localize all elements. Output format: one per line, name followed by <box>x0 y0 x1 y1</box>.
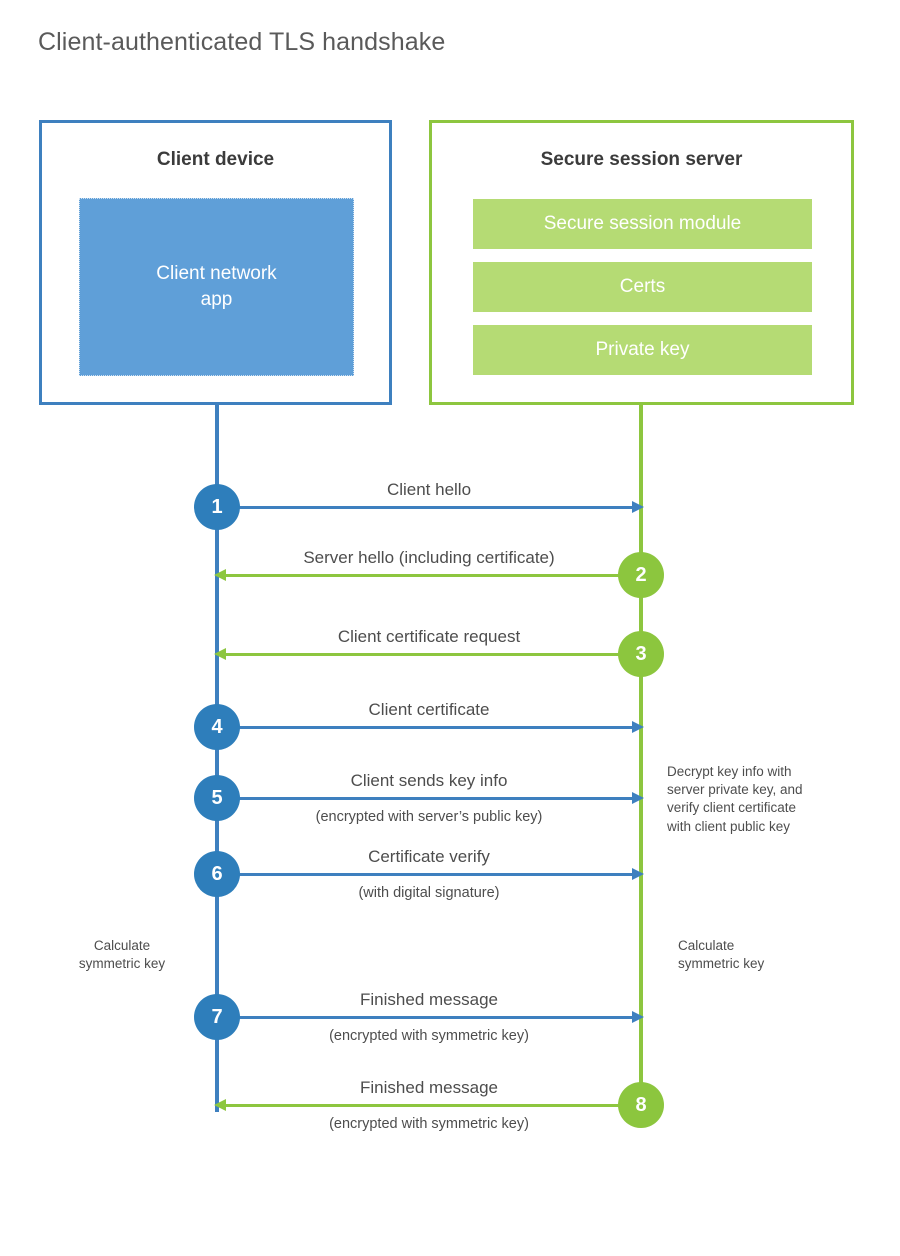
note-decrypt-key-info: Decrypt key info with server private key… <box>667 764 803 834</box>
message-arrow-8 <box>214 1099 641 1111</box>
step-circle-6[interactable]: 6 <box>194 851 240 897</box>
server-component-secure-session-module: Secure session module <box>473 199 812 249</box>
note-calculate-symmetric-key-client: Calculate symmetric key <box>78 938 166 972</box>
step-circle-5[interactable]: 5 <box>194 775 240 821</box>
secure-session-server-title: Secure session server <box>540 149 743 170</box>
message-sublabel-7: (encrypted with symmetric key) <box>329 1028 529 1044</box>
arrow-head-icon <box>632 501 644 513</box>
step-circle-3[interactable]: 3 <box>618 631 664 677</box>
message-arrow-4 <box>217 721 644 733</box>
message-sublabel-8: (encrypted with symmetric key) <box>329 1116 529 1132</box>
arrow-head-icon <box>632 792 644 804</box>
message-label-2: Server hello (including certificate) <box>303 548 555 567</box>
message-arrow-3 <box>214 648 641 660</box>
message-arrow-2 <box>214 569 641 581</box>
message-label-6: Certificate verify <box>368 847 490 866</box>
arrow-head-icon <box>214 648 226 660</box>
message-arrow-5 <box>217 792 644 804</box>
message-label-7: Finished message <box>360 990 498 1009</box>
secure-session-server-box: Secure session server Secure session mod… <box>429 120 854 405</box>
server-component-certs: Certs <box>473 262 812 312</box>
message-label-8: Finished message <box>360 1078 498 1097</box>
arrow-head-icon <box>632 1011 644 1023</box>
message-label-4: Client certificate <box>368 700 490 719</box>
arrow-head-icon <box>632 721 644 733</box>
message-arrow-6 <box>217 868 644 880</box>
note-calculate-symmetric-key-server: Calculate symmetric key <box>678 938 765 972</box>
step-circle-1[interactable]: 1 <box>194 484 240 530</box>
step-circle-8[interactable]: 8 <box>618 1082 664 1128</box>
arrow-head-icon <box>214 569 226 581</box>
client-lifeline <box>215 405 219 1112</box>
client-network-app-block: Client network app <box>79 198 354 376</box>
message-label-5: Client sends key info <box>350 771 508 790</box>
arrow-head-icon <box>214 1099 226 1111</box>
client-device-box: Client device Client network app <box>39 120 392 405</box>
message-sublabel-5: (encrypted with server’s public key) <box>315 809 543 825</box>
server-component-private-key: Private key <box>473 325 812 375</box>
server-lifeline <box>639 405 643 1105</box>
message-arrow-7 <box>217 1011 644 1023</box>
step-circle-7[interactable]: 7 <box>194 994 240 1040</box>
arrow-head-icon <box>632 868 644 880</box>
message-label-1: Client hello <box>386 480 472 499</box>
step-circle-4[interactable]: 4 <box>194 704 240 750</box>
message-label-3: Client certificate request <box>337 627 521 646</box>
page-title: Client-authenticated TLS handshake <box>38 28 446 56</box>
message-sublabel-6: (with digital signature) <box>358 885 500 901</box>
client-device-title: Client device <box>156 149 275 170</box>
message-arrow-1 <box>217 501 644 513</box>
step-circle-2[interactable]: 2 <box>618 552 664 598</box>
